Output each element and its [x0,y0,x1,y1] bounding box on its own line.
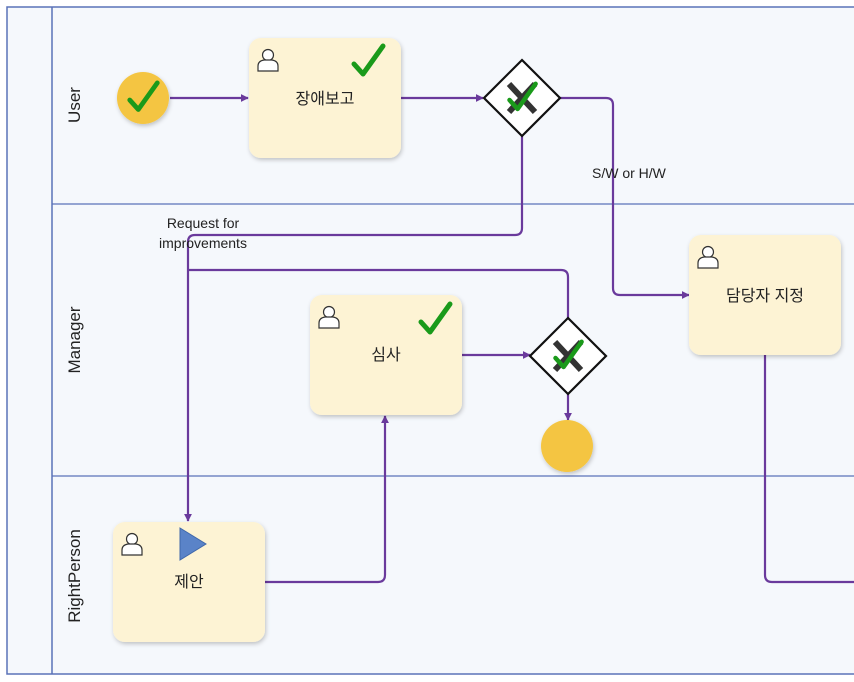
flow-label-request-line2: improvements [159,235,247,251]
task-label-review: 심사 [371,346,401,364]
task-report[interactable]: 장애보고 [249,38,401,158]
lane-label-user: User [65,87,84,123]
lane-label-manager: Manager [65,306,84,373]
lane-label-rightperson: RightPerson [65,529,84,623]
flow-gateway1-to-propose[interactable] [184,136,524,522]
start-event[interactable] [117,72,169,124]
play-triangle-icon [179,527,207,561]
task-assign[interactable]: 담당자 지정 [689,235,841,355]
flow-label-sw-hw: S/W or H/W [592,165,667,181]
task-review[interactable]: 심사 [310,295,462,415]
gateway-2[interactable] [528,316,608,396]
flow-gateway1-to-assign[interactable] [560,96,690,299]
flow-assign-outgoing[interactable] [763,355,854,584]
end-event[interactable] [541,420,593,472]
task-label-report: 장애보고 [296,90,355,108]
flow-label-request-line1: Request for [167,215,240,231]
sequence-flows [170,94,854,584]
flow-gateway2-to-propose[interactable] [188,268,570,318]
gateway-1[interactable] [482,58,562,138]
flow-propose-to-review[interactable] [264,415,389,584]
task-label-propose: 제안 [174,573,204,591]
task-propose[interactable]: 제안 [113,522,265,642]
task-label-assign: 담당자 지정 [726,287,804,305]
